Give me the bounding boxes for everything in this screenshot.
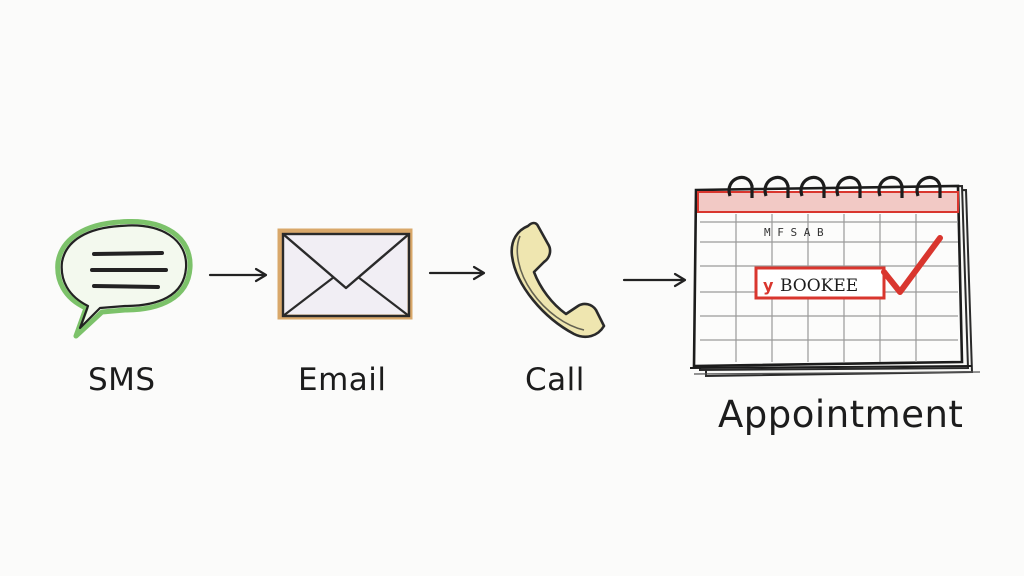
arrow-icon <box>208 267 268 283</box>
calendar-icon: M F S A B y BOOKEE <box>689 175 981 378</box>
phone-handset-icon <box>510 221 606 339</box>
envelope-icon <box>277 228 413 320</box>
calendar-header-text: M F S A B <box>764 226 824 239</box>
calendar-booked-text: BOOKEE <box>780 276 858 296</box>
step-label-appointment: Appointment <box>718 393 964 436</box>
step-label-sms: SMS <box>88 362 156 398</box>
chat-bubble-icon <box>55 218 193 339</box>
step-label-email: Email <box>298 362 387 398</box>
arrow-icon <box>622 272 687 288</box>
step-label-call: Call <box>525 362 585 398</box>
arrow-icon <box>428 265 486 281</box>
calendar-booked-mark: y <box>763 276 774 295</box>
checkmark-icon <box>881 235 943 295</box>
